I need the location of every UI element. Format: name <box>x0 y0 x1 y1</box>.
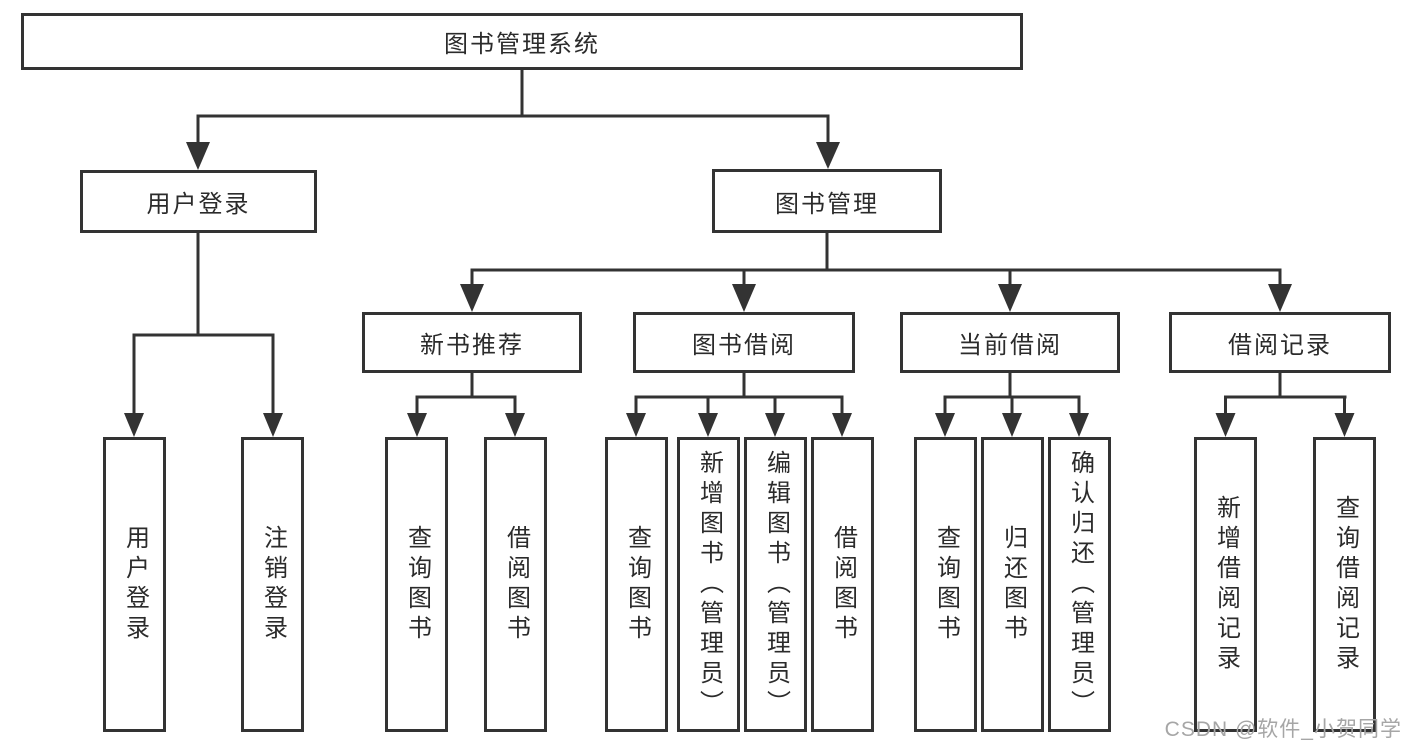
arrowhead-user-login <box>186 142 210 170</box>
leaf-user-login: 用户登录 <box>103 437 166 732</box>
arrowhead-leaf-4 <box>505 413 525 437</box>
arrowhead-leaf-7 <box>765 413 785 437</box>
node-book-management: 图书管理 <box>712 169 942 233</box>
arrowhead-leaf-9 <box>935 413 955 437</box>
leaf-query-books-borrow: 查询图书 <box>605 437 668 732</box>
node-book-borrow: 图书借阅 <box>633 312 855 373</box>
arrowhead-leaf-13 <box>1334 413 1355 437</box>
node-borrow-record: 借阅记录 <box>1169 312 1391 373</box>
arrowhead-recommend <box>460 284 484 312</box>
arrowhead-leaf-6 <box>698 413 718 437</box>
arrowhead-current <box>998 284 1022 312</box>
node-root-system: 图书管理系统 <box>21 13 1023 70</box>
arrowhead-leaf-12 <box>1215 413 1236 437</box>
leaf-edit-books-admin: 编辑图书（管理员） <box>744 437 807 732</box>
leaf-query-books-current: 查询图书 <box>914 437 977 732</box>
leaf-add-borrow-record: 新增借阅记录 <box>1194 437 1257 732</box>
arrowhead-borrow <box>732 284 756 312</box>
leaf-query-books-recommend: 查询图书 <box>385 437 448 732</box>
leaf-return-books: 归还图书 <box>981 437 1044 732</box>
arrowhead-book-mgmt <box>816 142 840 169</box>
leaf-confirm-return-admin: 确认归还（管理员） <box>1048 437 1111 732</box>
arrowhead-leaf-3 <box>407 413 427 437</box>
arrowhead-leaf-11 <box>1069 413 1089 437</box>
arrowhead-leaf-8 <box>832 413 852 437</box>
arrowhead-leaf-2 <box>263 413 283 437</box>
node-current-borrow: 当前借阅 <box>900 312 1120 373</box>
arrowhead-leaf-10 <box>1002 413 1022 437</box>
node-user-login: 用户登录 <box>80 170 317 233</box>
arrowhead-leaf-1 <box>124 413 144 437</box>
leaf-query-borrow-record: 查询借阅记录 <box>1313 437 1376 732</box>
leaf-borrow-books: 借阅图书 <box>811 437 874 732</box>
leaf-borrow-books-recommend: 借阅图书 <box>484 437 547 732</box>
arrowhead-record <box>1268 284 1292 312</box>
node-new-book-recommend: 新书推荐 <box>362 312 582 373</box>
arrowhead-leaf-5 <box>626 413 646 437</box>
csdn-watermark: CSDN @软件_小贺同学 <box>1164 718 1402 741</box>
leaf-add-books-admin: 新增图书（管理员） <box>677 437 740 732</box>
leaf-logout: 注销登录 <box>241 437 304 732</box>
